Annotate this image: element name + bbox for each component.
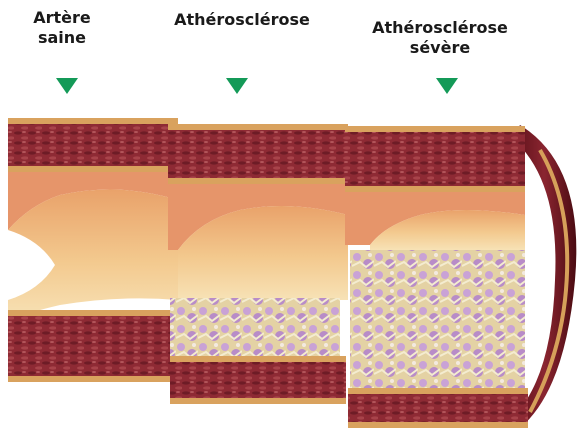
severe-atherosclerosis-artery-segment xyxy=(345,126,528,428)
atherosclerosis-artery-segment xyxy=(168,124,348,404)
healthy-artery-segment xyxy=(8,118,178,382)
